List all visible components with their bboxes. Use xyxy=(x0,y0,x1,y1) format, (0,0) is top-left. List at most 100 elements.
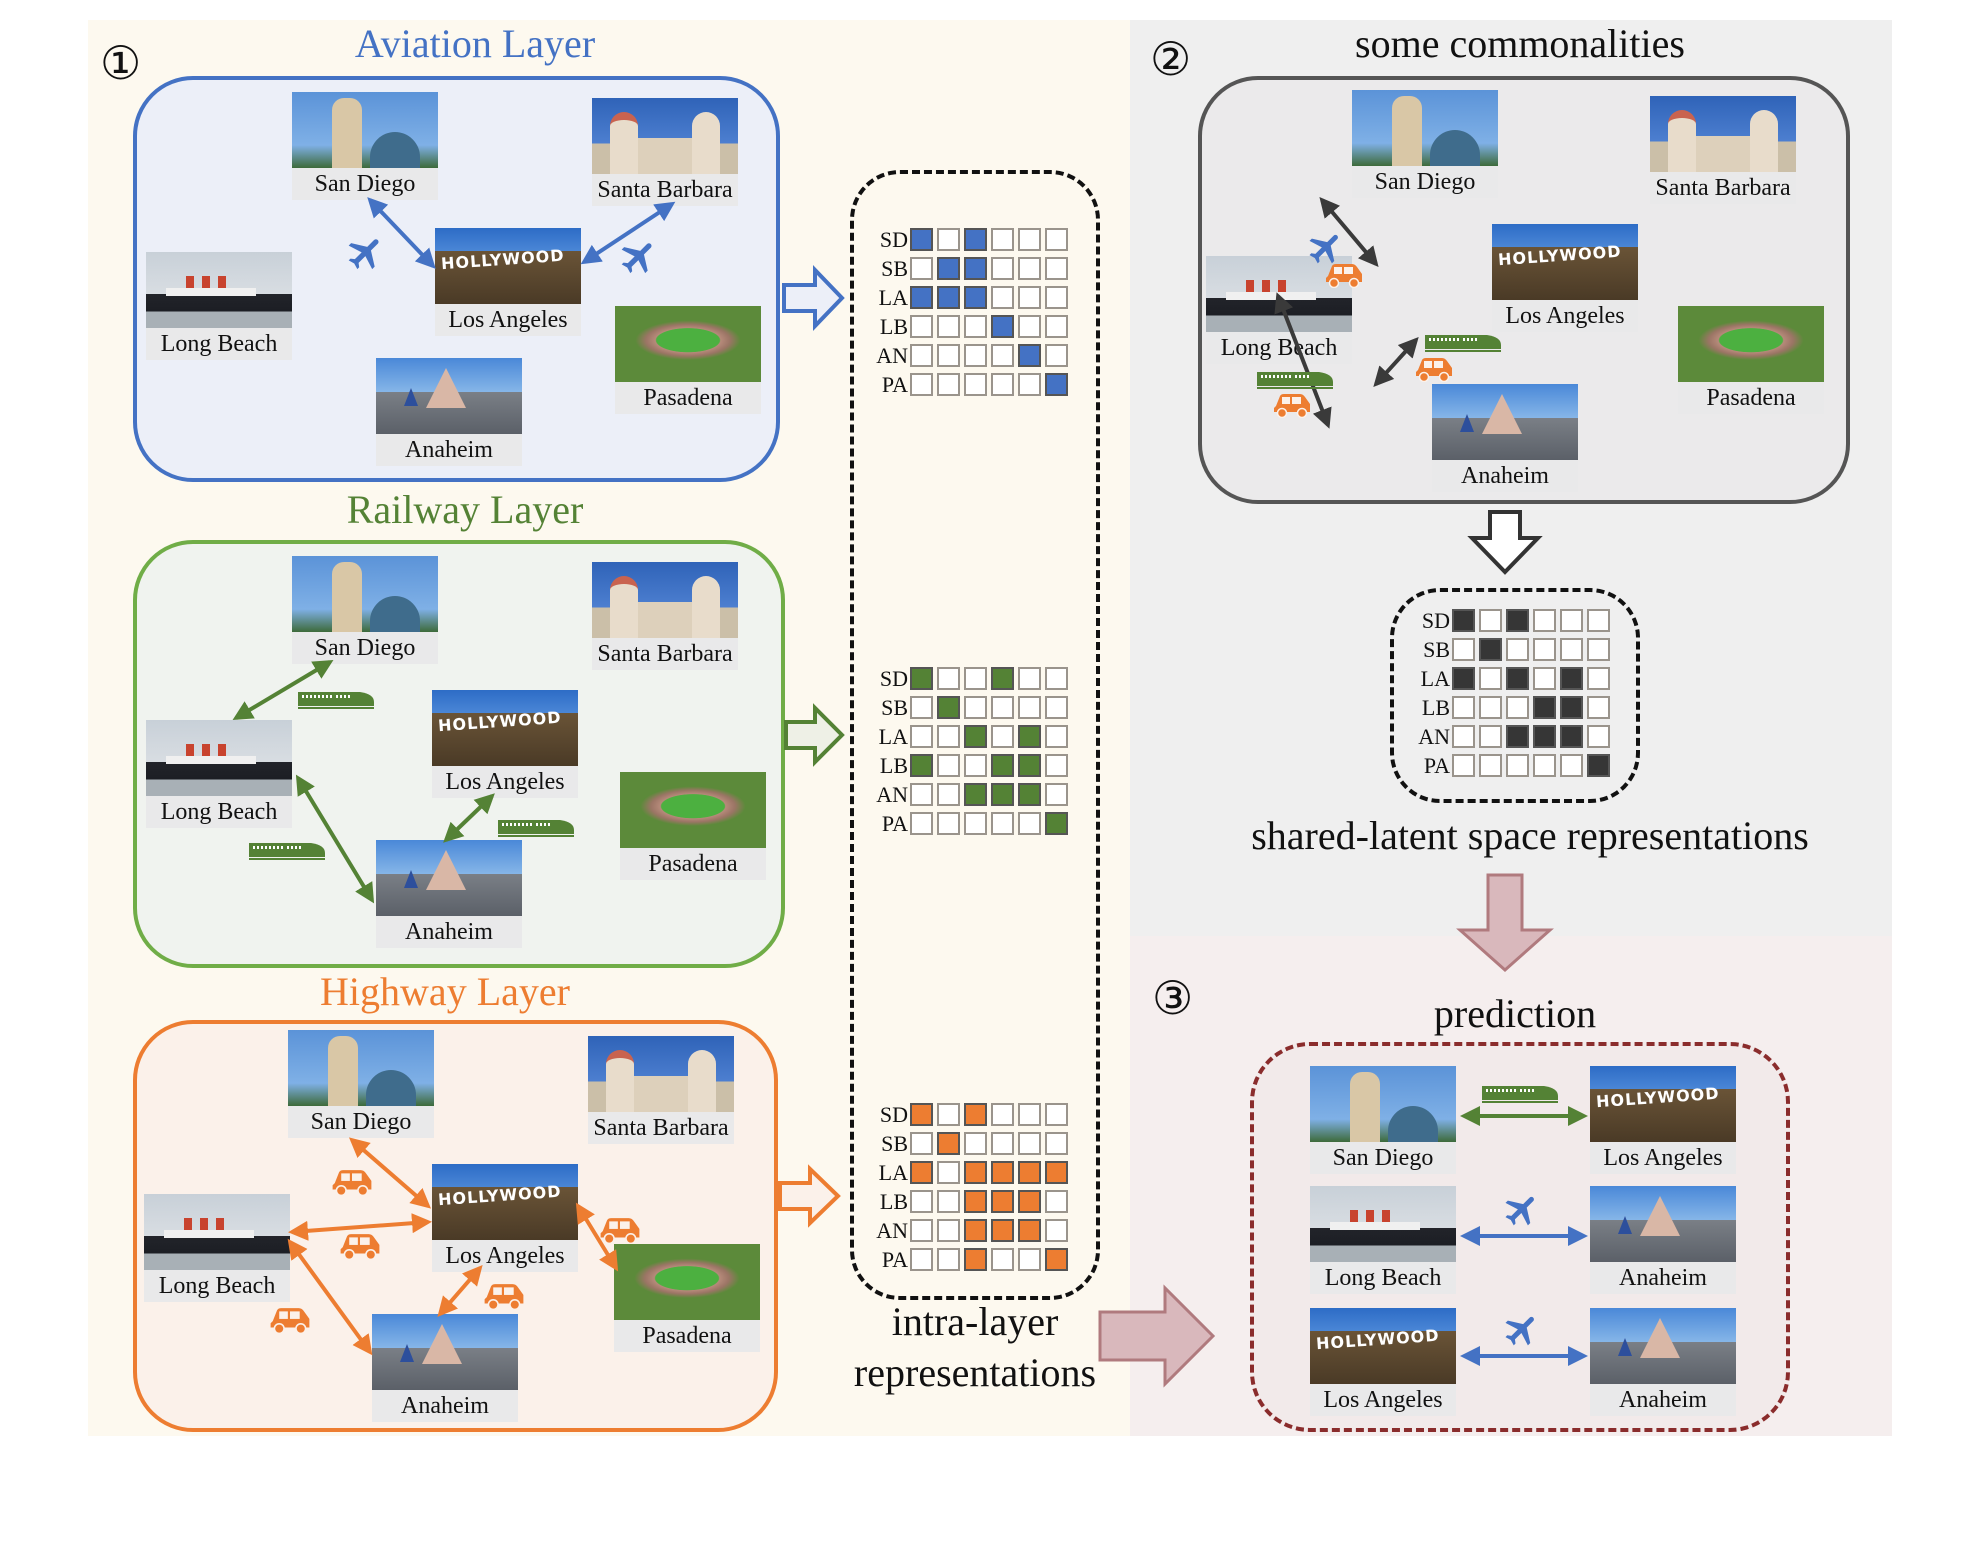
matrix-cell-empty xyxy=(1045,315,1068,338)
matrix-cell-filled xyxy=(964,1248,987,1271)
matrix-cell-empty xyxy=(1452,725,1475,748)
matrix-cell-filled xyxy=(991,754,1014,777)
matrix-cell-empty xyxy=(991,257,1014,280)
matrix-row-label: SD xyxy=(1421,607,1450,633)
city-photo xyxy=(1310,1308,1456,1384)
matrix-cell-empty xyxy=(1045,286,1068,309)
city-photo xyxy=(432,1164,578,1240)
matrix-cell-empty xyxy=(910,1219,933,1242)
matrix-cell-filled xyxy=(991,1219,1014,1242)
matrix-row-label: LA xyxy=(1420,665,1450,691)
matrix-row-label: LB xyxy=(879,1188,908,1214)
matrix-cell-empty xyxy=(1560,609,1583,632)
city-label: Long Beach xyxy=(144,1270,290,1302)
matrix-cell-filled xyxy=(1045,1248,1068,1271)
city-photo xyxy=(588,1036,734,1112)
matrix-row-label: SB xyxy=(881,694,908,720)
city-card-lb: Long Beach xyxy=(146,252,292,360)
matrix-cell-filled xyxy=(1560,667,1583,690)
city-card-sd: San Diego xyxy=(288,1030,434,1138)
matrix-cell-empty xyxy=(1587,609,1610,632)
matrix-cell-filled xyxy=(964,783,987,806)
matrix-row-label: AN xyxy=(876,342,908,368)
intra-layer-matrices-box xyxy=(850,170,1100,1300)
city-label: Anaheim xyxy=(1432,460,1578,492)
city-label: Los Angeles xyxy=(432,1240,578,1272)
matrix-cell-empty xyxy=(937,754,960,777)
matrix-row-label: PA xyxy=(1423,752,1450,778)
matrix-cell-empty xyxy=(910,1190,933,1213)
aviation-layer-title: Aviation Layer xyxy=(354,21,596,66)
city-card-la: Los Angeles xyxy=(1310,1308,1456,1416)
matrix-row-label: AN xyxy=(1418,723,1450,749)
matrix-cell-empty xyxy=(1045,725,1068,748)
city-label: Pasadena xyxy=(614,1320,760,1352)
matrix-cell-filled xyxy=(991,667,1014,690)
city-label: Pasadena xyxy=(1678,382,1824,414)
matrix-cell-empty xyxy=(910,783,933,806)
matrix-cell-filled xyxy=(1506,725,1529,748)
matrix-cell-empty xyxy=(1018,286,1041,309)
matrix-cell-empty xyxy=(1045,1132,1068,1155)
matrix-row: SB xyxy=(868,693,1072,722)
city-photo xyxy=(1590,1066,1736,1142)
matrix-cell-empty xyxy=(1018,1132,1041,1155)
city-card-sb: Santa Barbara xyxy=(592,98,738,206)
matrix-cell-filled xyxy=(937,696,960,719)
matrix-cell-empty xyxy=(991,812,1014,835)
matrix-cell-empty xyxy=(937,1103,960,1126)
matrix-row: SB xyxy=(868,1129,1072,1158)
matrix-row: AN xyxy=(868,780,1072,809)
city-label: Long Beach xyxy=(1310,1262,1456,1294)
city-label: Los Angeles xyxy=(1492,300,1638,332)
matrix-cell-empty xyxy=(1479,725,1502,748)
matrix-cell-filled xyxy=(1045,1161,1068,1184)
city-photo xyxy=(372,1314,518,1390)
matrix-cell-filled xyxy=(1018,1190,1041,1213)
matrix-cell-empty xyxy=(1533,667,1556,690)
matrix-cell-filled xyxy=(937,286,960,309)
matrix-cell-empty xyxy=(964,373,987,396)
matrix-row-label: PA xyxy=(881,371,908,397)
matrix-cell-empty xyxy=(1506,696,1529,719)
matrix-row: SD xyxy=(868,1100,1072,1129)
matrix-row: LA xyxy=(868,1158,1072,1187)
city-photo xyxy=(376,358,522,434)
matrix-row-label: AN xyxy=(876,1217,908,1243)
matrix-cell-empty xyxy=(910,257,933,280)
city-card-sb: Santa Barbara xyxy=(588,1036,734,1144)
matrix-cell-empty xyxy=(1533,609,1556,632)
matrix-cell-empty xyxy=(1045,754,1068,777)
city-photo xyxy=(1206,256,1352,332)
matrix-cell-empty xyxy=(964,667,987,690)
matrix-row-label: SB xyxy=(881,255,908,281)
city-label: Los Angeles xyxy=(435,304,581,336)
matrix-cell-empty xyxy=(1045,783,1068,806)
matrix-cell-empty xyxy=(1018,228,1041,251)
matrix-cell-filled xyxy=(991,783,1014,806)
matrix-cell-empty xyxy=(937,667,960,690)
city-card-sd: San Diego xyxy=(1352,90,1498,198)
matrix-cell-empty xyxy=(1587,696,1610,719)
matrix-cell-filled xyxy=(910,754,933,777)
city-card-la: Los Angeles xyxy=(1492,224,1638,332)
matrix-cell-filled xyxy=(910,228,933,251)
matrix-cell-empty xyxy=(1045,696,1068,719)
matrix-cell-empty xyxy=(964,754,987,777)
city-label: Los Angeles xyxy=(432,766,578,798)
matrix-cell-empty xyxy=(1479,754,1502,777)
matrix-cell-empty xyxy=(1506,754,1529,777)
matrix-row: AN xyxy=(1410,722,1614,751)
matrix-cell-empty xyxy=(991,228,1014,251)
matrix-cell-empty xyxy=(964,696,987,719)
matrix-cell-empty xyxy=(1045,257,1068,280)
matrix-row-label: AN xyxy=(876,781,908,807)
matrix-cell-filled xyxy=(964,1219,987,1242)
city-card-an: Anaheim xyxy=(1590,1186,1736,1294)
city-photo xyxy=(435,228,581,304)
matrix-row: LA xyxy=(868,283,1072,312)
matrix-row-label: SD xyxy=(879,1101,908,1127)
highway-layer-title: Highway Layer xyxy=(320,969,570,1014)
matrix-cell-empty xyxy=(1045,667,1068,690)
